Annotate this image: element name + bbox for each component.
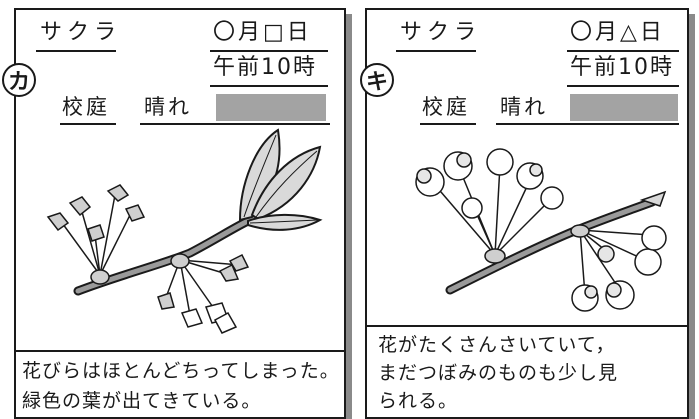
card-ka-time-underline bbox=[210, 85, 328, 87]
blossom-cluster-right bbox=[570, 224, 667, 312]
card-ka-temperature-box bbox=[216, 94, 326, 121]
card-ki-time-underline bbox=[567, 85, 679, 87]
card-ki-plant-name: サクラ bbox=[400, 20, 482, 45]
card-ka-place-underline bbox=[60, 123, 116, 125]
card-ka-date-underline bbox=[210, 50, 328, 52]
card-ki-time: 午前10時 bbox=[570, 55, 674, 80]
blossom-cluster-left bbox=[415, 148, 564, 264]
card-ki-weather: 晴れ bbox=[500, 95, 548, 119]
card-ka-place: 校庭 bbox=[62, 95, 110, 119]
card-ka-time: 午前10時 bbox=[213, 55, 317, 80]
card-ka-weather-underline bbox=[140, 123, 330, 125]
card-ka-text-divider bbox=[14, 350, 346, 352]
wilted-flower-cluster-right bbox=[157, 253, 250, 334]
card-ki-description-line2: まだつぼみのものも少し見 bbox=[378, 362, 619, 384]
card-ka-sakura-drawing bbox=[46, 128, 323, 334]
card-ki-marker: キ bbox=[360, 63, 394, 97]
card-ki-date: 〇月△日 bbox=[570, 20, 665, 45]
observation-card-ki bbox=[365, 8, 689, 419]
wilted-flower-cluster-left bbox=[46, 184, 146, 285]
card-ki-place: 校庭 bbox=[422, 95, 470, 119]
leaf bbox=[250, 145, 322, 221]
card-ka-plant-name: サクラ bbox=[40, 20, 122, 45]
card-ki-description-line3: られる。 bbox=[378, 390, 459, 412]
card-ki-weather-underline bbox=[496, 123, 679, 125]
card-ki-date-underline bbox=[567, 50, 679, 52]
card-ka-weather: 晴れ bbox=[144, 95, 192, 119]
card-ka-description-line1: 花びらはほとんどちってしまった。 bbox=[22, 360, 340, 382]
leaf bbox=[247, 213, 323, 231]
card-ki-plant-underline bbox=[396, 50, 476, 52]
card-ki-place-underline bbox=[420, 123, 476, 125]
card-ka-description-line2: 緑色の葉が出てきている。 bbox=[22, 390, 262, 412]
card-ki-sakura-drawing bbox=[415, 148, 667, 312]
card-ka-date: 〇月□日 bbox=[213, 20, 312, 45]
card-ka-marker: カ bbox=[2, 63, 36, 97]
card-ka-plant-underline bbox=[36, 50, 116, 52]
card-ki-temperature-box bbox=[570, 94, 678, 121]
bud bbox=[639, 190, 667, 207]
card-ki-description-line1: 花がたくさんさいていて， bbox=[378, 334, 616, 356]
card-ki-text-divider bbox=[365, 325, 689, 327]
